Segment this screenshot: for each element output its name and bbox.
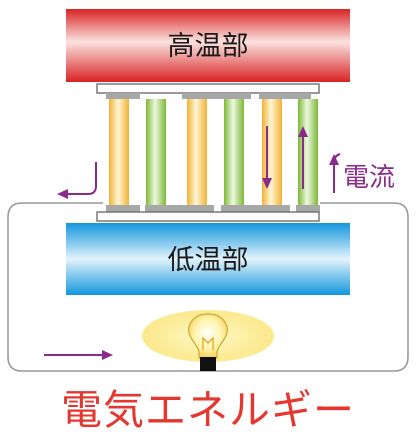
hot-block [66,9,350,82]
hot-block-label: 高温部 [168,31,249,62]
element-green [224,99,244,205]
element-yellow [262,99,282,205]
top-plate [96,83,320,94]
cold-block-label: 低温部 [168,245,249,276]
up-arrow-icon [298,126,308,189]
down-arrow-icon [262,126,272,189]
top-connectors [106,93,311,99]
return-curve-arrow-icon [57,162,97,199]
element-yellow [109,99,129,205]
current-label: 電流 [343,163,395,193]
element-green [298,99,318,205]
thermoelectric-elements [109,99,318,205]
light-bulb-icon [142,310,274,371]
right-arrow-icon [44,350,113,360]
bottom-plate [96,211,320,222]
caption-text: 電気エネルギー [61,386,355,434]
element-yellow [187,99,207,205]
cold-block [66,223,350,295]
bottom-connectors [106,205,320,212]
current-curve-arrow-icon [329,153,341,193]
element-green [146,99,166,205]
